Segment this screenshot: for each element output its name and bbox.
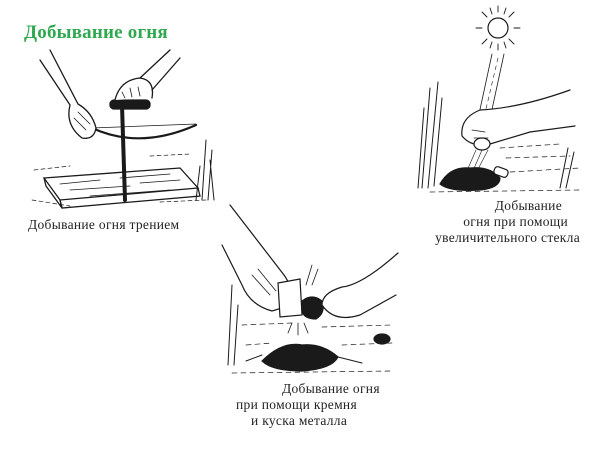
- friction-caption: Добывание огня трением: [28, 217, 179, 233]
- flint-fire-illustration: [221, 204, 399, 374]
- caption-line: Добывание огня: [282, 381, 380, 396]
- caption-line: Добывание: [494, 198, 562, 213]
- caption-line: при помощи кремня: [236, 397, 357, 412]
- magnifier-caption: Добывание огня при помощи увеличительног…: [415, 198, 580, 246]
- caption-line: огня при помощи: [463, 214, 568, 229]
- caption-line: увеличительного стекла: [435, 230, 580, 245]
- caption-line: и куска металла: [251, 413, 348, 428]
- friction-fire-illustration: [31, 49, 215, 209]
- sun-icon: [487, 17, 509, 39]
- magnifier-fire-illustration: [417, 5, 581, 193]
- flint-caption: Добывание огня при помощи кремня и куска…: [236, 381, 386, 429]
- page-title: Добывание огня: [24, 22, 168, 43]
- caption-line: Добывание огня трением: [28, 217, 180, 232]
